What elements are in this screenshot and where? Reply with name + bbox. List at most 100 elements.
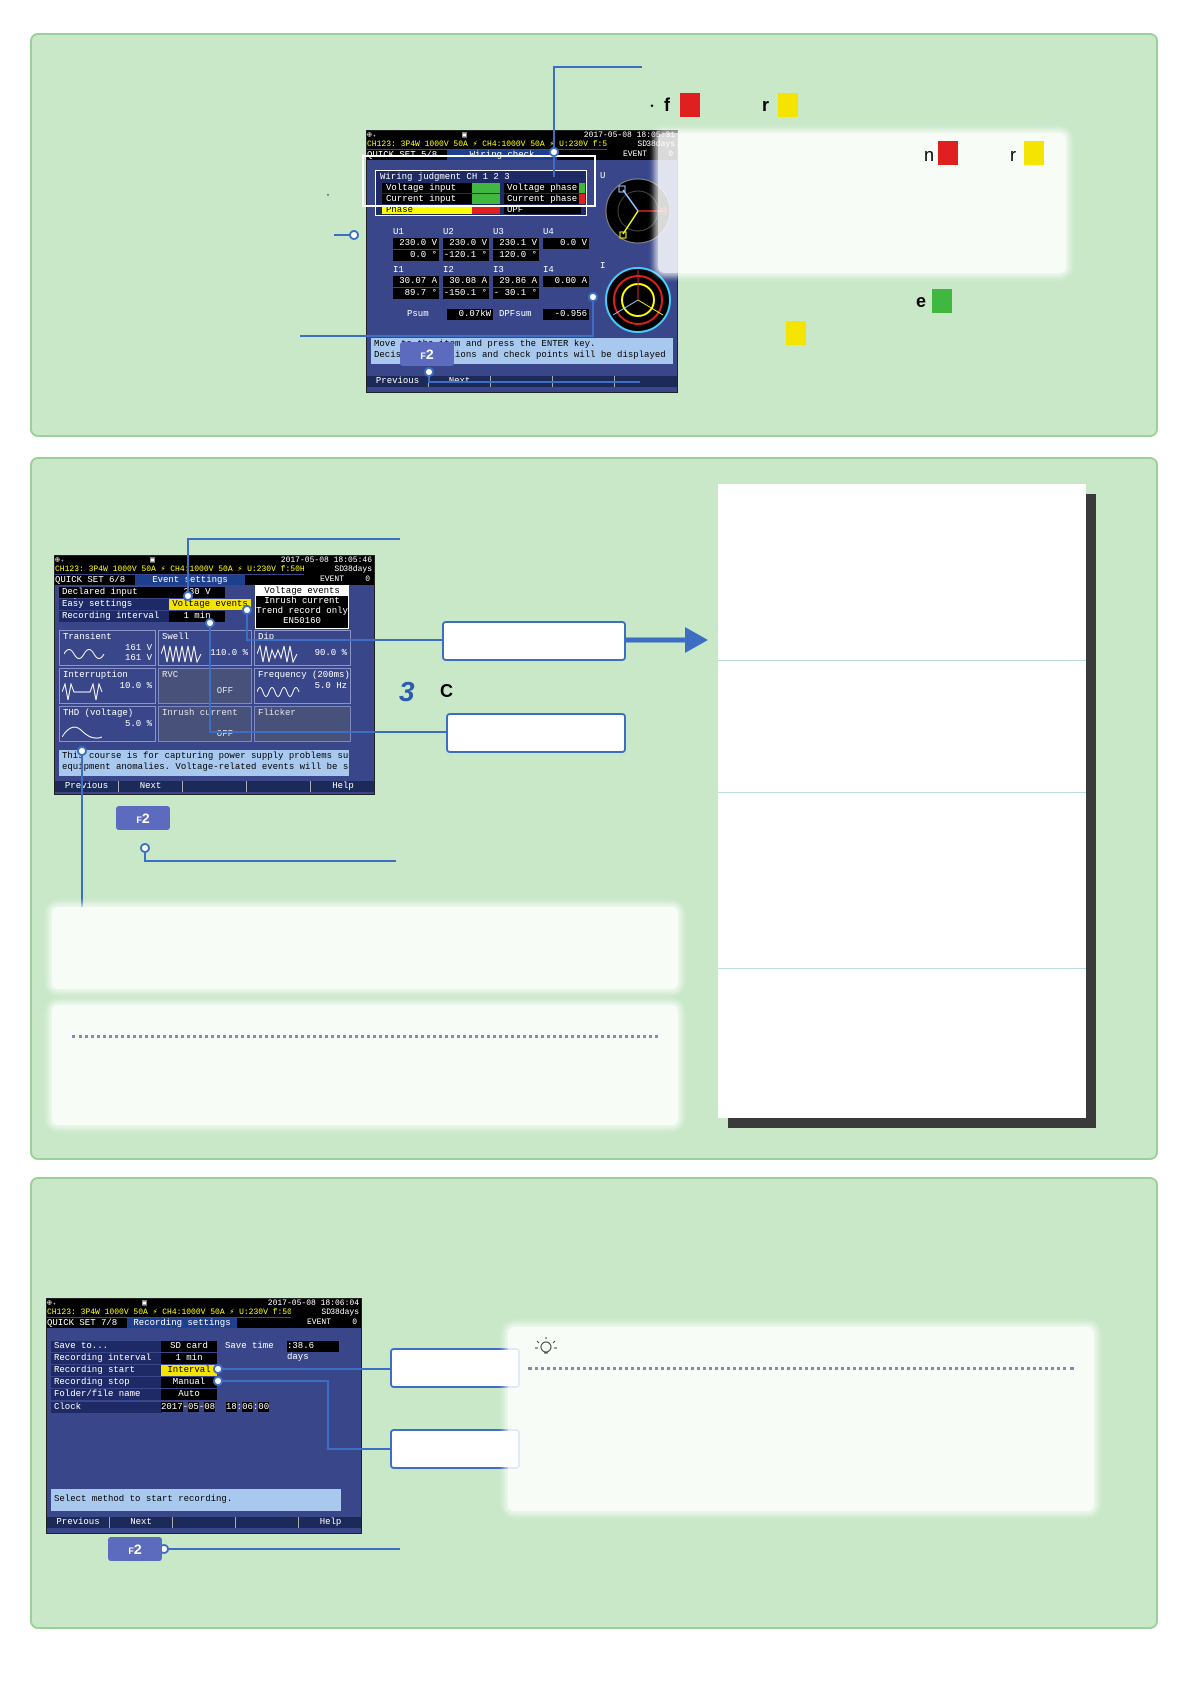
- dropdown-option[interactable]: EN50160: [283, 616, 321, 626]
- tile-name: Transient: [63, 632, 112, 642]
- fail-indicator: [938, 141, 958, 165]
- f2-key: F2: [108, 1537, 162, 1561]
- f2-key: F2: [116, 806, 170, 830]
- f2-key-letter: F: [128, 1546, 134, 1556]
- f2-next-button[interactable]: Next: [119, 781, 183, 792]
- quickset-step: QUICK SET 7/8: [47, 1318, 118, 1328]
- recording-interval-value[interactable]: 1 min: [161, 1353, 217, 1364]
- f5-button[interactable]: [615, 376, 677, 387]
- tile-name: Swell: [162, 632, 190, 642]
- voltage-phase-row[interactable]: Voltage phase: [504, 183, 581, 193]
- tile-thd-voltage[interactable]: THD (voltage) 5.0 %: [59, 706, 156, 742]
- dropdown-option[interactable]: Voltage events: [256, 586, 348, 596]
- tile-value: 10.0 %: [119, 681, 152, 691]
- f4-button[interactable]: [236, 1517, 299, 1528]
- f2-key-letter: F: [420, 351, 426, 361]
- event-label: EVENT: [319, 575, 344, 584]
- f2-next-button[interactable]: Next: [110, 1517, 173, 1528]
- note-box-1: [52, 907, 678, 989]
- tile-swell[interactable]: Swell 110.0 %: [158, 630, 252, 666]
- f4-button[interactable]: [247, 781, 311, 792]
- value-i4: 0.00 A: [543, 276, 589, 287]
- f2-key-number: 2: [133, 1541, 142, 1557]
- tile-value: OFF: [216, 729, 233, 739]
- clock-value[interactable]: 2017-05-08 18:06:00: [161, 1402, 270, 1412]
- f3-button[interactable]: [173, 1517, 236, 1528]
- warn-indicator: [778, 93, 798, 117]
- tile-interruption[interactable]: Interruption 10.0 %: [59, 668, 156, 704]
- dropdown-option[interactable]: Inrush current: [264, 596, 340, 606]
- recording-interval-value[interactable]: 1 min: [169, 611, 225, 622]
- screen-title: Recording settings: [127, 1318, 237, 1328]
- value-i3: 29.86 A: [493, 276, 539, 287]
- f1-previous-button[interactable]: Previous: [55, 781, 119, 792]
- save-time-label: Save time: [225, 1341, 274, 1351]
- psum-value: 0.07kW: [447, 309, 493, 320]
- tile-name: THD (voltage): [63, 708, 134, 718]
- sd-label: SD: [334, 565, 344, 574]
- sd-icon: ▣: [142, 1299, 147, 1308]
- easy-course-value[interactable]: Voltage events: [169, 599, 251, 610]
- phase-difference-row[interactable]: Phase difference: [382, 205, 472, 214]
- f5-help-button[interactable]: Help: [311, 781, 374, 792]
- clock-year[interactable]: 2017: [161, 1402, 183, 1412]
- dpf-value: -0.956: [543, 309, 589, 320]
- datetime: 2017-05-08 18:06:04: [267, 1299, 359, 1308]
- section-event-settings: ⊕₊▣2017-05-08 18:05:46 CH123: 3P4W 1000V…: [30, 457, 1158, 1160]
- folder-name-value[interactable]: Auto: [161, 1389, 217, 1400]
- upf-row[interactable]: UPF: [504, 205, 581, 214]
- label-i1: I1: [393, 265, 404, 275]
- help-message: This course is for capturing power suppl…: [59, 750, 349, 776]
- section-recording-settings: ⊕₊▣2017-05-08 18:06:04 CH123: 3P4W 1000V…: [30, 1177, 1158, 1629]
- course-callout-box: [442, 621, 626, 661]
- declared-voltage-value[interactable]: 230 V: [169, 587, 225, 598]
- tile-inrush-current[interactable]: Inrush current OFF: [158, 706, 252, 742]
- voltage-input-row[interactable]: Voltage input: [382, 183, 472, 193]
- current-input-row[interactable]: Current input: [382, 194, 472, 204]
- label-u4: U4: [543, 227, 554, 237]
- interval-callout-box: [446, 713, 626, 753]
- clock-day[interactable]: 08: [204, 1402, 216, 1412]
- step-number: 3: [399, 676, 415, 707]
- legend-char-f: f: [664, 95, 670, 115]
- tile-name: Dip: [258, 632, 275, 642]
- clock-second[interactable]: 00: [258, 1402, 270, 1412]
- quickset-step: QUICK SET 6/8: [55, 575, 126, 585]
- save-time-value: :38.6 days: [287, 1341, 339, 1362]
- tile-rvc[interactable]: RVC OFF: [158, 668, 252, 704]
- tile-value: 5.0 %: [124, 719, 152, 729]
- status-icons: ⊕₊: [47, 1299, 57, 1308]
- value-u2: 230.0 V: [443, 238, 489, 249]
- angle-u1: 0.0 °: [393, 250, 439, 261]
- recording-start-value[interactable]: Interval: [161, 1365, 217, 1376]
- legend-char-e: e: [916, 291, 927, 311]
- dropdown-option[interactable]: Trend record only: [256, 606, 348, 616]
- event-count: 0: [352, 1318, 357, 1327]
- clock-hour[interactable]: 18: [225, 1402, 237, 1412]
- wiring-judgment-table: Wiring judgment CH 1 2 3 Voltage input C…: [375, 170, 587, 216]
- f1-previous-button[interactable]: Previous: [47, 1517, 110, 1528]
- save-to-value[interactable]: SD card: [161, 1341, 217, 1352]
- angle-i2: -150.1 °: [443, 288, 489, 299]
- section-wiring-check: ⊕₊▣2017-05-08 18:05:31 CH123: 3P4W 1000V…: [30, 33, 1158, 437]
- recording-stop-value[interactable]: Manual: [161, 1377, 217, 1388]
- clock-month[interactable]: 05: [188, 1402, 199, 1412]
- label-i3: I3: [493, 265, 504, 275]
- fail-indicator: [680, 93, 700, 117]
- status-line: CH123: 3P4W 1000V 50A ⚡ CH4:1000V 50A ⚡ …: [55, 565, 374, 574]
- recording-interval-label: Recording interval: [51, 1353, 162, 1364]
- f3-button[interactable]: [183, 781, 247, 792]
- tile-name: Flicker: [258, 708, 296, 718]
- current-phase-row[interactable]: Current phase: [504, 194, 581, 204]
- value-u4: 0.0 V: [543, 238, 589, 249]
- clock-minute[interactable]: 06: [242, 1402, 253, 1412]
- tile-transient[interactable]: Transient 161 V 161 V: [59, 630, 156, 666]
- tile-frequency[interactable]: Frequency (200ms) 5.0 Hz: [254, 668, 351, 704]
- course-dropdown[interactable]: Voltage events Inrush current Trend reco…: [255, 585, 349, 629]
- help-message: Select method to start recording.: [51, 1489, 341, 1511]
- fail-cell: [579, 194, 585, 204]
- tile-flicker[interactable]: Flicker: [254, 706, 351, 742]
- f5-help-button[interactable]: Help: [299, 1517, 361, 1528]
- tile-dip[interactable]: Dip 90.0 %: [254, 630, 351, 666]
- event-count: 0: [365, 575, 370, 584]
